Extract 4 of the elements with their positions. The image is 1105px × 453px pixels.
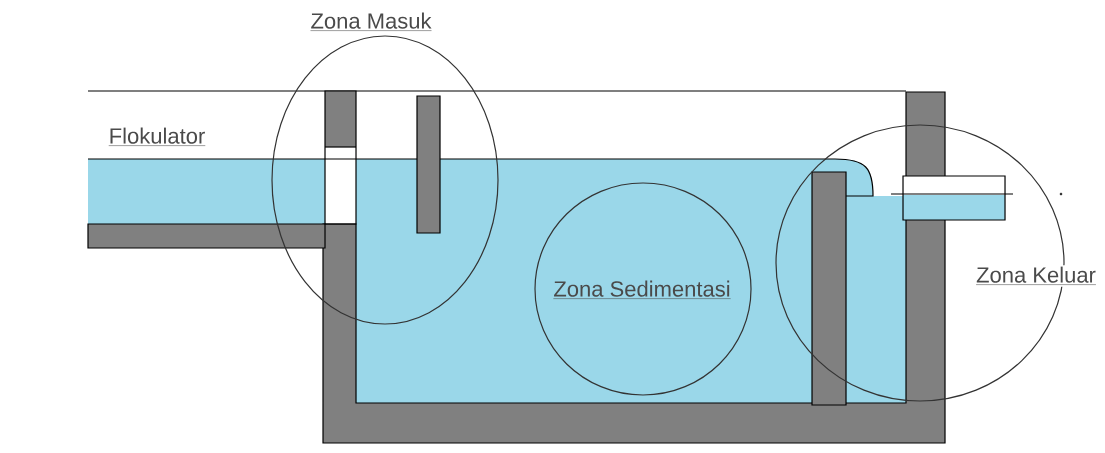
part-label: Flokulator: [107, 126, 207, 148]
zone-label: Zona Sedimentasi: [552, 279, 732, 301]
zone-label: Zona Masuk: [309, 11, 433, 33]
zone-label: Zona Keluar: [974, 265, 1098, 287]
